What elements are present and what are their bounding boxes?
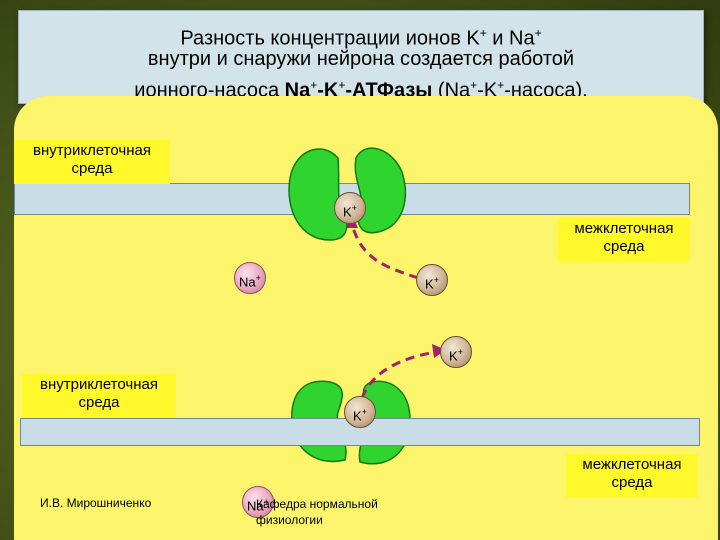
title-sup: + <box>479 26 487 40</box>
title-sup: + <box>310 78 318 92</box>
bottom-na-ion: Na+ <box>242 486 274 518</box>
title-text-1b: и Na <box>486 27 535 50</box>
bottom-k-ion-outside: K+ <box>440 336 472 368</box>
top-k-ion-in-pump: K+ <box>334 192 366 224</box>
footer-author: И.В. Мирошниченко <box>40 496 152 510</box>
top-pump-left-lobe <box>288 148 348 241</box>
top-outside-label: межклеточная среда <box>558 218 690 262</box>
title-box: Разность концентрации ионов K+ и Na+ вну… <box>18 10 704 104</box>
top-k-ion-outside: K+ <box>416 264 448 296</box>
top-outside-text: межклеточная среда <box>574 220 674 255</box>
top-na-ion: Na+ <box>234 262 266 294</box>
bottom-outside-text: межклеточная среда <box>582 456 682 491</box>
top-k-arrow <box>350 223 419 280</box>
top-inside-label: внутриклеточная среда <box>14 140 170 184</box>
title-line-1: Разность концентрации ионов K+ и Na+ <box>19 21 703 51</box>
title-sup: + <box>534 26 542 40</box>
bottom-outside-label: межклеточная среда <box>566 454 698 498</box>
top-pump-right-lobe <box>354 147 407 234</box>
title-sup: + <box>470 78 478 92</box>
bottom-arrow-head <box>432 344 446 358</box>
title-line-2: внутри и снаружи нейрона создается работ… <box>147 48 575 70</box>
title-sup: + <box>497 78 505 92</box>
title-text-1a: Разность концентрации ионов K <box>180 27 480 50</box>
bottom-k-arrow <box>360 350 437 399</box>
bottom-inside-text: внутриклеточная среда <box>40 376 158 411</box>
bottom-k-ion-in-pump: K+ <box>344 396 376 428</box>
footer-department: Кафедра нормальной физиологии <box>256 497 378 527</box>
title-sup: + <box>338 78 346 92</box>
bottom-inside-label: внутриклеточная среда <box>22 374 176 418</box>
top-inside-text: внутриклеточная среда <box>33 142 151 177</box>
